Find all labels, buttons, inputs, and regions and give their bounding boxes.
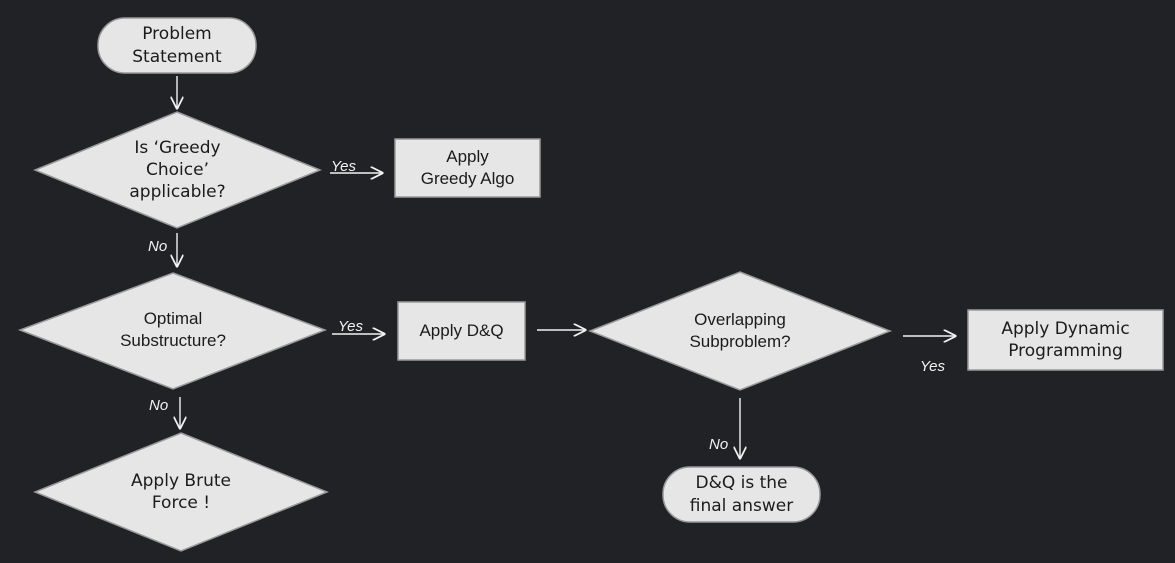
edge-label-overlap-no: No xyxy=(709,436,729,453)
apply-dq-shape xyxy=(397,301,526,361)
dq-final-node: D&Q is the final answer xyxy=(689,473,794,516)
edge-label-greedy-yes: Yes xyxy=(331,158,357,175)
edge-label-optimal-no: No xyxy=(149,397,169,414)
dq-final-shape xyxy=(662,466,821,523)
problem-statement-shape xyxy=(97,17,257,74)
optimal-decision-shape xyxy=(17,272,328,390)
apply-greedy-node: Apply Greedy Algo xyxy=(420,146,515,188)
apply-greedy-shape xyxy=(394,138,541,198)
brute-force-node: Apply Brute Force ! xyxy=(131,470,231,513)
brute-force-shape xyxy=(32,432,330,552)
optimal-decision-node: Optimal Substructure? xyxy=(120,308,226,350)
apply-dp-shape xyxy=(967,309,1164,371)
edge-label-overlap-yes: Yes xyxy=(920,358,946,375)
edge-label-optimal-yes: Yes xyxy=(338,318,364,335)
problem-statement-node: Problem Statement xyxy=(132,24,222,67)
apply-dq-node: Apply D&Q xyxy=(419,320,504,340)
edge-label-greedy-no: No xyxy=(148,238,168,255)
greedy-decision-shape xyxy=(33,111,322,229)
overlapping-decision-node: Overlapping Subproblem? xyxy=(689,309,791,351)
overlapping-decision-shape xyxy=(587,271,893,391)
greedy-decision-node: Is ‘Greedy Choice’ applicable? xyxy=(129,137,226,203)
apply-dp-node: Apply Dynamic Programming xyxy=(1001,318,1130,361)
